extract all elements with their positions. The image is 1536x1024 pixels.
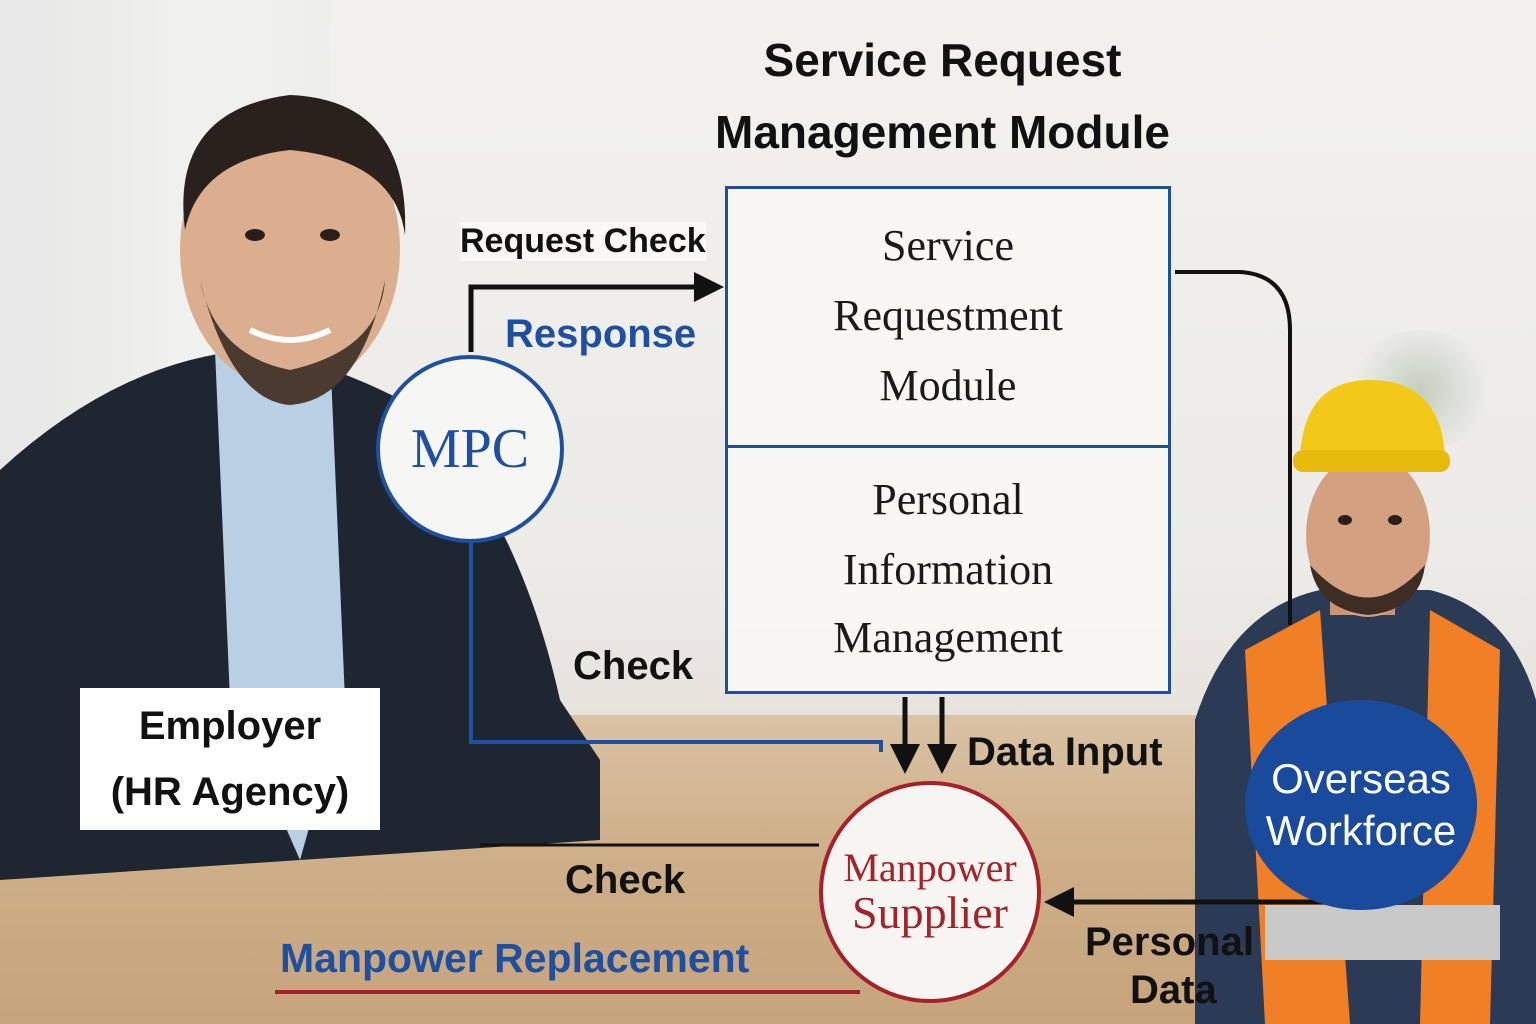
overseas-workforce-node: Overseas Workforce [1245,700,1477,910]
employer-line-1: Employer [138,704,322,748]
module-to-workforce-line [1175,270,1292,625]
mpc-label: MPC [410,418,530,480]
diagram-title-line-2: Management Module [715,106,1170,158]
personal-data-label-line-1: Personal [1085,920,1254,964]
module-top-line-3: Module [879,361,1017,410]
manpower-replacement-label: Manpower Replacement [280,935,750,981]
mpc-node: MPC [376,355,564,543]
module-divider [728,445,1168,448]
personal-data-label-line-2: Data [1130,968,1217,1012]
manpower-supplier-node: Manpower Supplier [819,781,1041,1003]
module-bottom-line-1: Personal [872,475,1024,524]
data-input-label: Data Input [967,730,1163,774]
diagram-title-line-1: Service Request [763,34,1122,86]
module-top-line-1: Service [882,221,1014,270]
supplier-line-1: Manpower [843,844,1017,890]
module-bottom-line-2: Information [842,545,1054,594]
employer-label-box: Employer (HR Agency) [80,688,380,830]
employer-line-2: (HR Agency) [110,770,350,814]
request-check-label: Request Check [460,222,706,261]
module-box: Service Requestment Module Personal Info… [725,186,1171,694]
overseas-line-2: Workforce [1265,807,1457,854]
request-check-arrow [468,272,724,352]
module-top-line-2: Requestment [833,291,1063,340]
check-upper-label: Check [573,644,694,688]
module-bottom-line-3: Management [833,613,1063,662]
response-label: Response [505,312,697,356]
overseas-line-1: Overseas [1271,755,1451,802]
check-lower-label: Check [565,858,686,902]
mpc-check-line [469,543,883,752]
supplier-line-2: Supplier [852,886,1008,938]
